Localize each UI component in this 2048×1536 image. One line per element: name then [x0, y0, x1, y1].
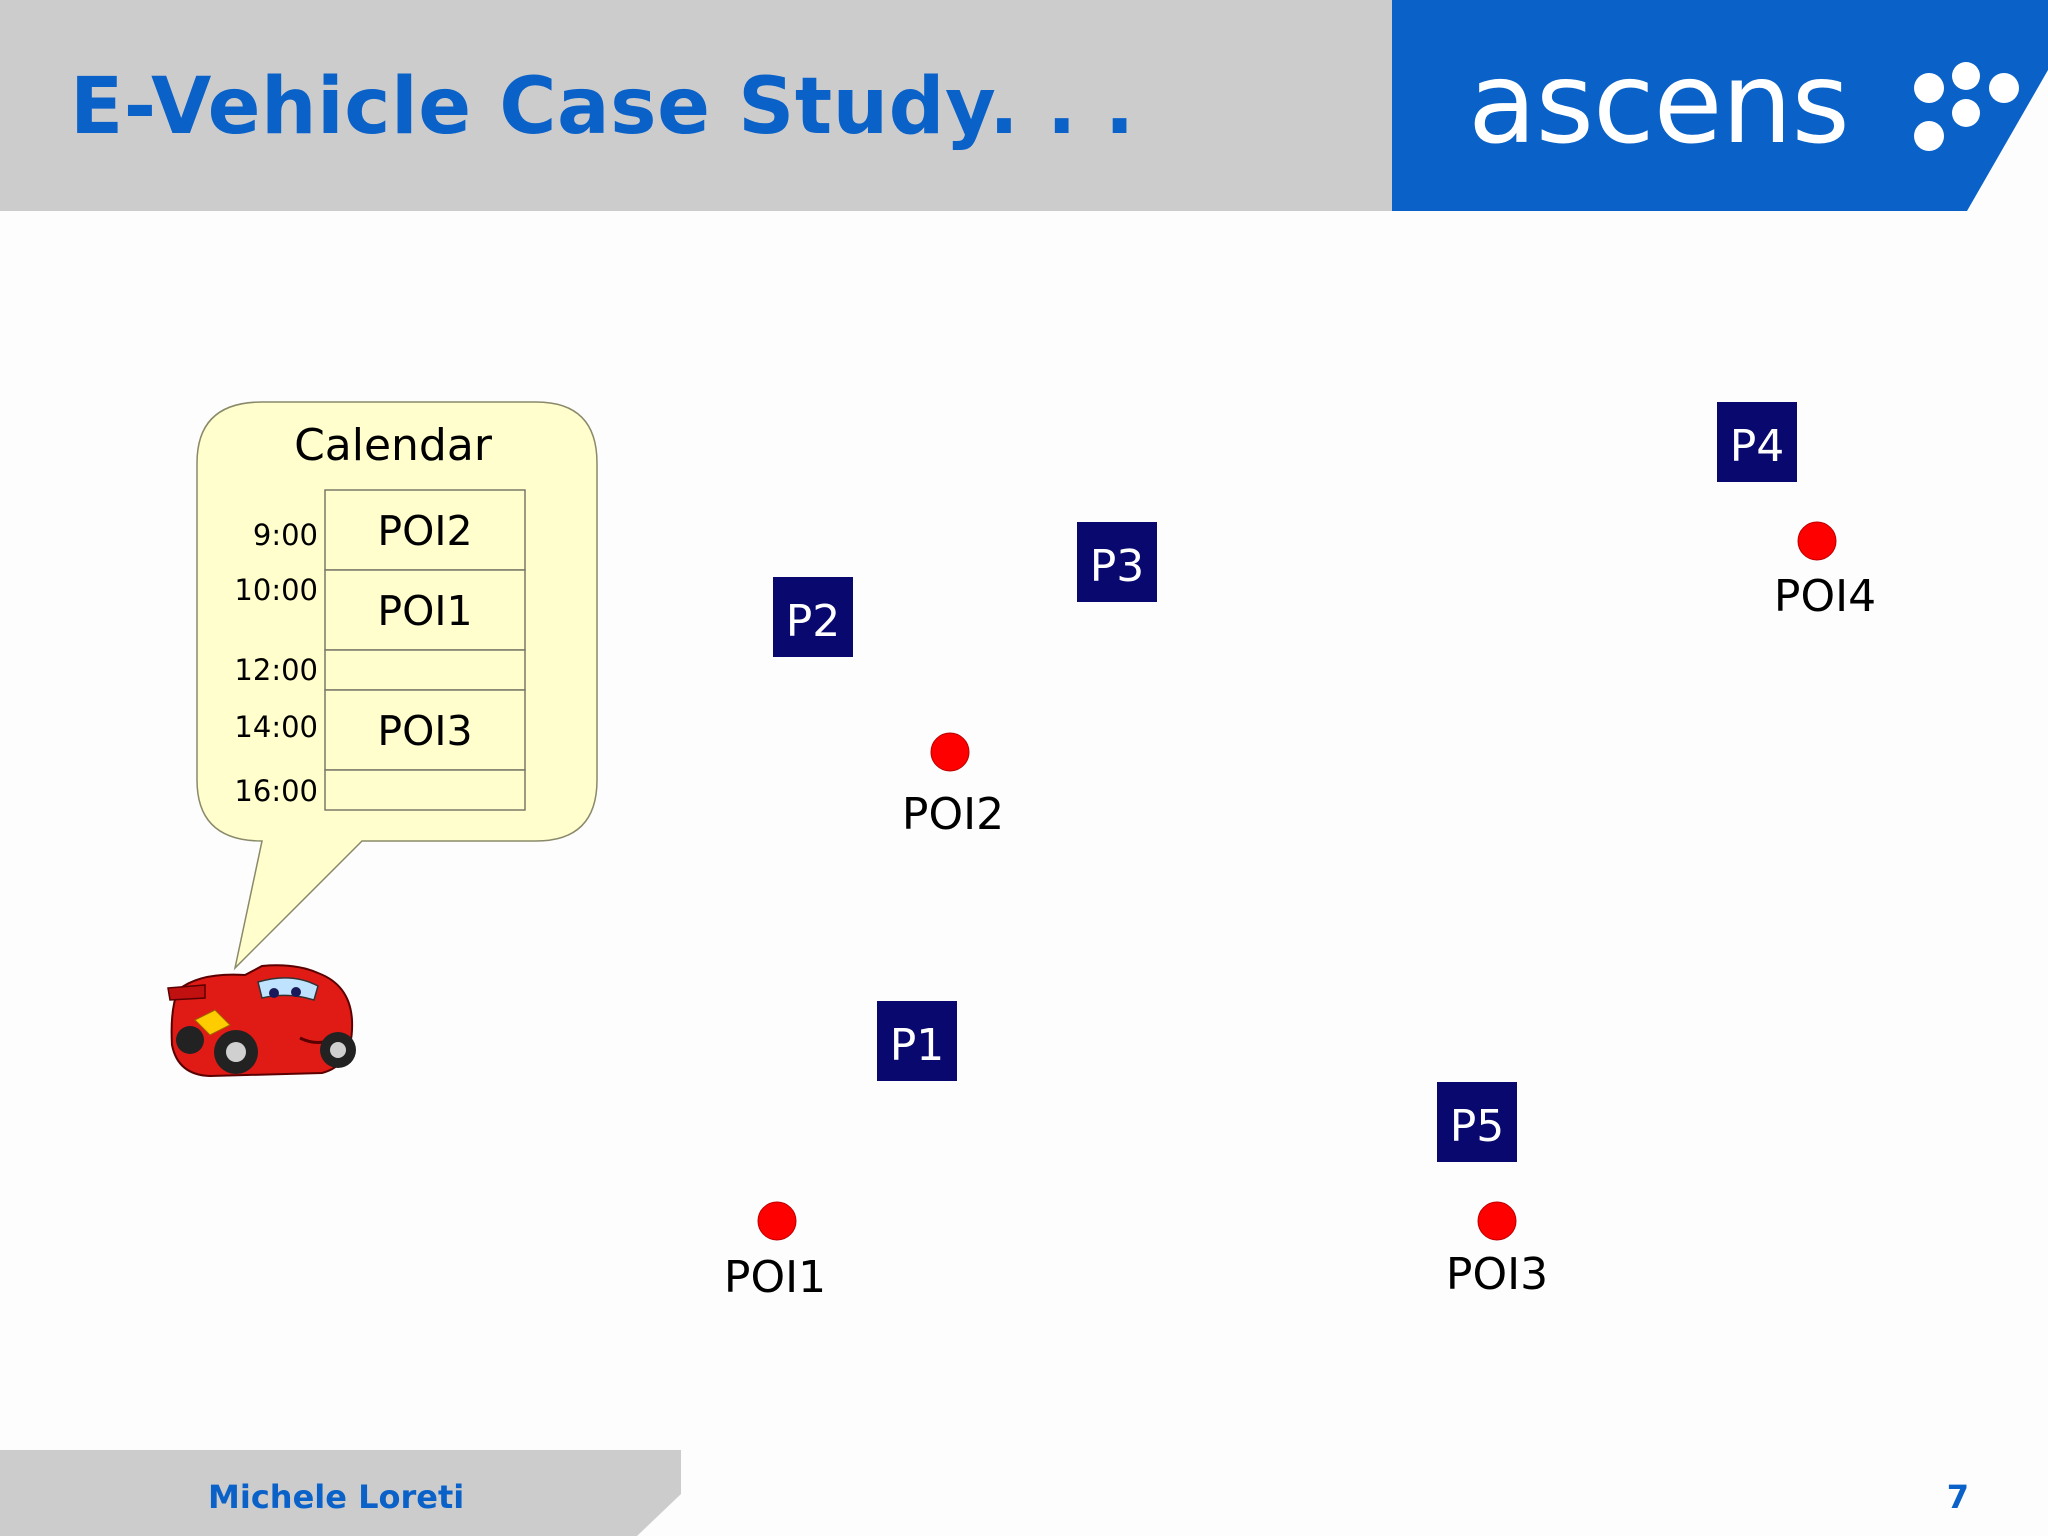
parking-label: P3	[1090, 541, 1145, 592]
calendar-time: 16:00	[234, 774, 318, 808]
slide-title: E-Vehicle Case Study. . .	[70, 62, 1135, 152]
logo-text: ascens	[1468, 39, 1850, 169]
parking-spot	[1077, 522, 1157, 602]
poi-marker	[930, 732, 970, 772]
poi-points: POI1 POI2 POI3 POI4	[724, 521, 1876, 1303]
calendar-slot	[324, 649, 526, 691]
footer-bar	[0, 1450, 681, 1536]
page-number: 7	[1946, 1478, 1969, 1516]
parking-spots: P1 P2 P3 P4 P5	[773, 402, 1797, 1162]
calendar-time: 10:00	[234, 573, 318, 607]
parking-spot	[1717, 402, 1797, 482]
parking-label: P5	[1450, 1101, 1505, 1152]
poi-marker	[1797, 521, 1837, 561]
calendar-grid	[324, 489, 526, 811]
poi-label: POI3	[1446, 1249, 1548, 1300]
parking-label: P2	[786, 596, 841, 647]
poi-label: POI2	[902, 789, 1004, 840]
parking-spot	[773, 577, 853, 657]
logo-background	[1392, 0, 2048, 211]
calendar-time: 14:00	[234, 710, 318, 744]
poi-marker	[757, 1201, 797, 1241]
parking-label: P1	[890, 1020, 945, 1071]
parking-spot	[877, 1001, 957, 1081]
calendar-slot-label: POI1	[377, 587, 472, 635]
calendar-slot	[324, 489, 526, 571]
poi-label: POI1	[724, 1252, 826, 1303]
poi-label: POI4	[1774, 571, 1876, 622]
calendar-time: 12:00	[234, 653, 318, 687]
footer-author: Michele Loreti	[208, 1478, 465, 1516]
calendar-title: Calendar	[294, 420, 493, 471]
calendar-slot-label: POI2	[377, 507, 472, 555]
parking-label: P4	[1730, 421, 1785, 472]
parking-spot	[1437, 1082, 1517, 1162]
logo-dots-icon	[1914, 62, 2019, 151]
race-car-icon	[167, 964, 356, 1078]
calendar-slot	[324, 769, 526, 811]
header-bar	[0, 0, 1392, 211]
poi-marker	[1477, 1201, 1517, 1241]
calendar-slot-label: POI3	[377, 707, 472, 755]
calendar-time: 9:00	[253, 518, 318, 552]
